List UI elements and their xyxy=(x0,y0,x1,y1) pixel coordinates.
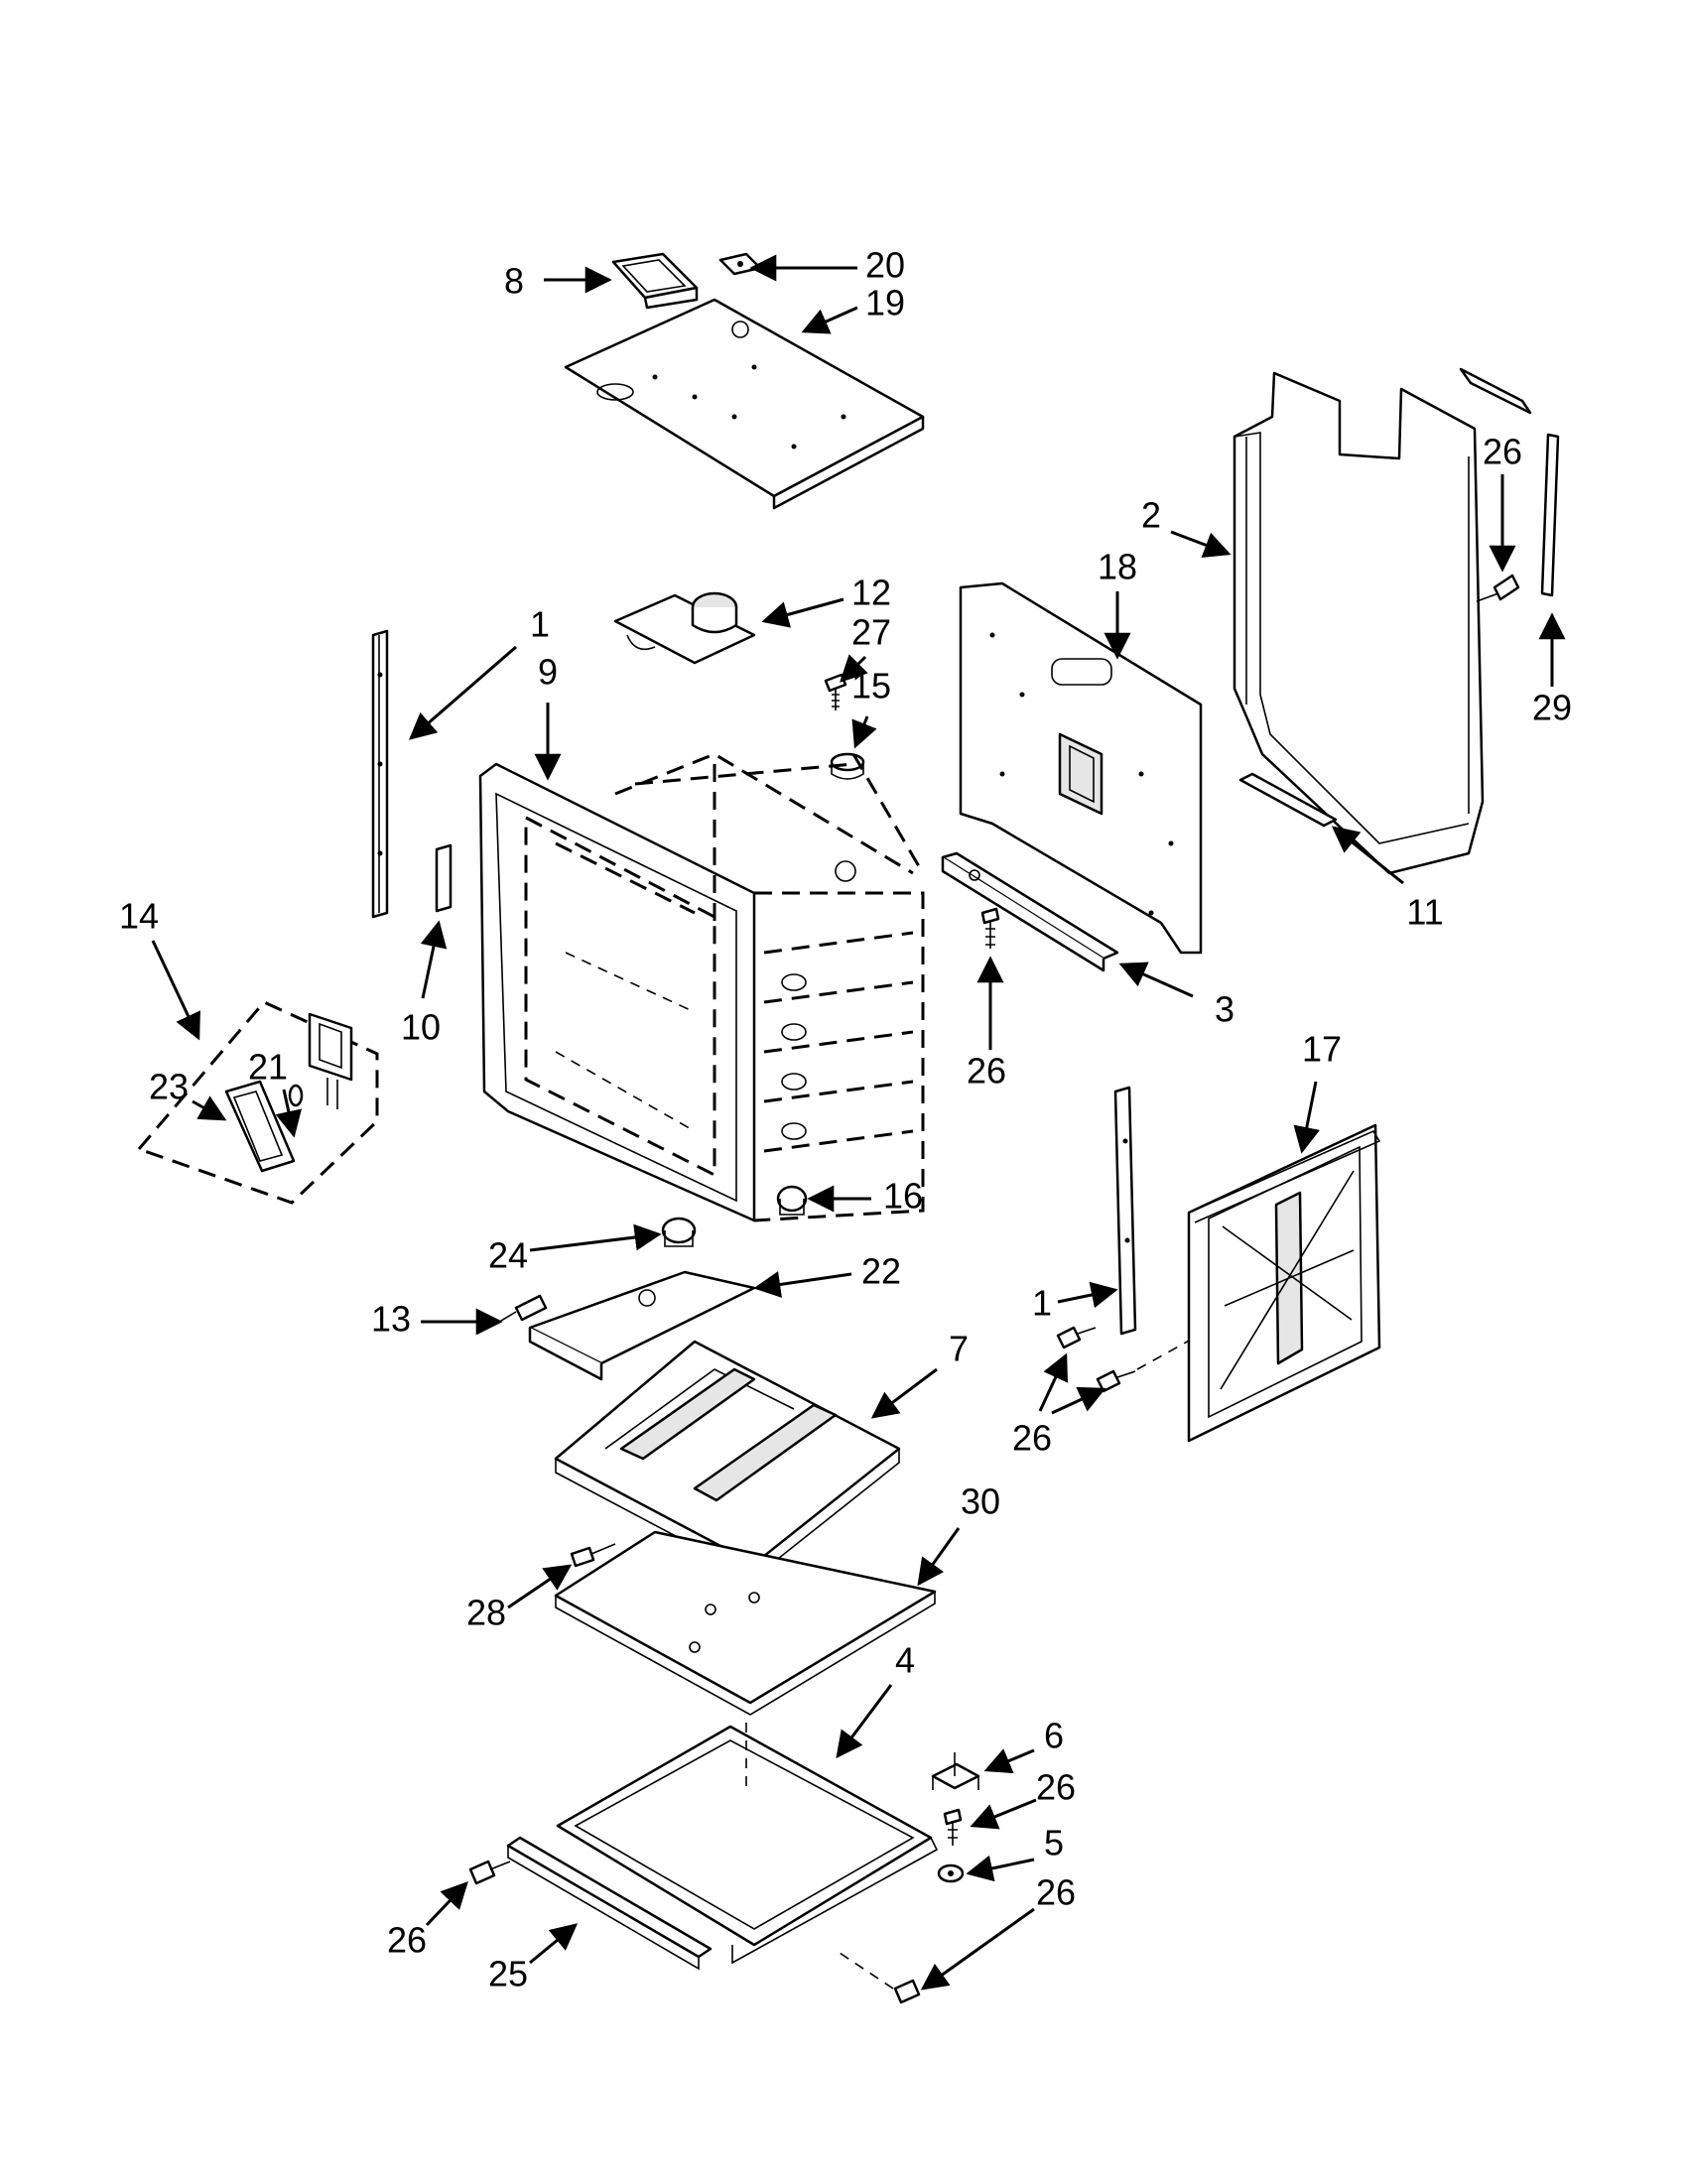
part-26-screw-25 xyxy=(468,1860,511,1885)
part-16-foot xyxy=(776,1185,808,1216)
part-17-front-frame xyxy=(1187,1123,1381,1443)
callout-26: 26 xyxy=(1036,1872,1076,1913)
part-8-bracket xyxy=(611,252,699,310)
part-29-strip xyxy=(1459,367,1560,597)
part-14-light-assembly xyxy=(136,1000,379,1205)
callout-10: 10 xyxy=(401,1007,441,1048)
callout-13: 13 xyxy=(371,1299,411,1340)
part-5-nut xyxy=(937,1863,965,1883)
callout-28: 28 xyxy=(466,1593,506,1633)
callout-26: 26 xyxy=(1012,1418,1052,1459)
callout-30: 30 xyxy=(961,1481,1000,1522)
part-13-switch xyxy=(489,1294,548,1325)
callout-26: 26 xyxy=(1483,432,1522,472)
callout-25: 25 xyxy=(488,1954,528,1994)
part-7-bottom-tray xyxy=(554,1340,901,1579)
callout-8: 8 xyxy=(504,261,524,302)
callout-19: 19 xyxy=(865,283,905,323)
part-26-screw-2 xyxy=(1476,574,1520,602)
callout-9: 9 xyxy=(538,652,558,693)
callout-1: 1 xyxy=(1032,1283,1052,1324)
callout-22: 22 xyxy=(861,1251,901,1292)
callout-26: 26 xyxy=(1036,1767,1076,1808)
callout-20: 20 xyxy=(865,245,905,286)
callout-2: 2 xyxy=(1141,495,1161,536)
callout-18: 18 xyxy=(1098,547,1137,587)
part-30-plate xyxy=(554,1530,937,1716)
part-9-oven-cavity xyxy=(478,752,925,1222)
part-4-base-frame xyxy=(556,1723,939,1965)
callout-26: 26 xyxy=(387,1920,427,1961)
callout-21: 21 xyxy=(248,1047,288,1088)
callout-1: 1 xyxy=(530,604,550,645)
callout-29: 29 xyxy=(1532,688,1572,728)
callout-26: 26 xyxy=(967,1051,1006,1092)
part-1-right-bracket xyxy=(1113,1086,1137,1336)
callout-6: 6 xyxy=(1044,1716,1064,1756)
callout-27: 27 xyxy=(851,612,891,653)
part-18-rear-panel xyxy=(959,581,1203,955)
callout-12: 12 xyxy=(851,573,891,613)
part-26-screw-6 xyxy=(943,1808,963,1846)
leader-lines xyxy=(151,254,1566,1991)
callout-24: 24 xyxy=(488,1235,528,1276)
callout-15: 15 xyxy=(851,666,891,707)
callout-7: 7 xyxy=(949,1329,969,1369)
callout-4: 4 xyxy=(895,1640,915,1681)
part-20-plate xyxy=(718,252,762,276)
callout-17: 17 xyxy=(1302,1029,1342,1070)
part-19-top-panel xyxy=(564,298,925,510)
part-10-strip xyxy=(435,843,453,913)
callout-14: 14 xyxy=(119,896,159,937)
part-26-screws-17 xyxy=(1056,1326,1192,1393)
callout-labels: 8 20 19 26 2 18 29 1 12 27 9 15 11 14 3 … xyxy=(119,245,1572,1994)
part-26-screw-bottom xyxy=(839,1952,921,2004)
callout-11: 11 xyxy=(1406,892,1443,933)
callout-23: 23 xyxy=(149,1067,189,1107)
part-25-front-rail xyxy=(506,1836,713,1971)
part-2-wrapper xyxy=(1233,371,1485,875)
part-24-foot xyxy=(661,1217,697,1247)
part-26-screw-3 xyxy=(980,907,1000,949)
callout-3: 3 xyxy=(1215,989,1234,1030)
part-12-motor-assembly xyxy=(613,591,756,665)
part-1-left-bracket xyxy=(371,629,389,919)
callout-16: 16 xyxy=(883,1176,923,1217)
part-11-rail xyxy=(1238,772,1338,828)
part-6-bracket xyxy=(931,1752,980,1790)
part-3-rear-strip xyxy=(941,851,1119,972)
part-28-screw xyxy=(570,1543,616,1568)
callout-5: 5 xyxy=(1044,1823,1064,1863)
